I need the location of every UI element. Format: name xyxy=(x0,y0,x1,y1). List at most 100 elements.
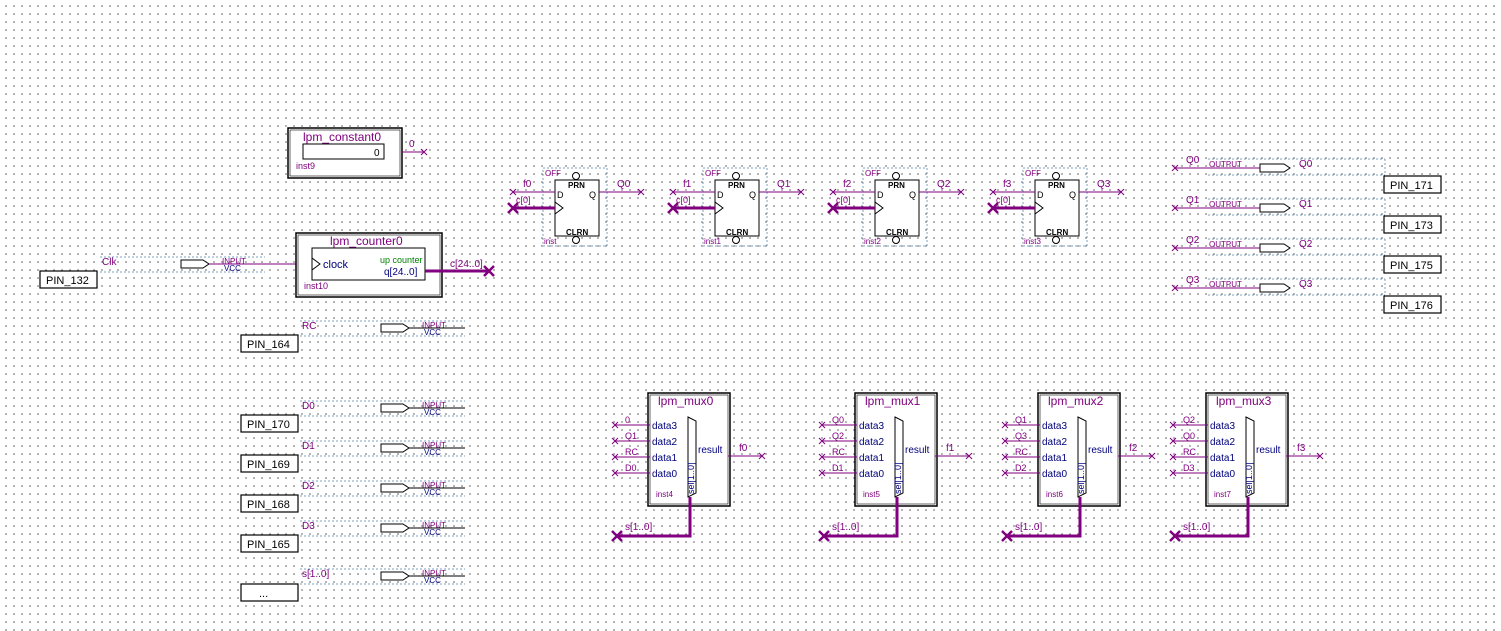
connector-x xyxy=(611,453,619,461)
port-q: q[24..0] xyxy=(384,267,418,278)
output-pin-symbol xyxy=(1259,243,1291,253)
pin-direction: OUTPUT xyxy=(1209,240,1242,249)
pin-box xyxy=(1383,295,1442,314)
dff-prn: PRN xyxy=(888,181,905,190)
dff-d: D xyxy=(717,190,724,200)
pin-vcc: VCC xyxy=(224,264,241,273)
connector-x xyxy=(1171,164,1179,172)
net-label: s[1..0] xyxy=(625,522,652,533)
pin-number: ... xyxy=(259,588,268,600)
dff-clrn: CLRN xyxy=(566,228,588,237)
input-pin-clk[interactable]: PIN_132 Clk INPUT VCC xyxy=(39,256,313,289)
pin-box xyxy=(39,270,98,289)
net-label: Q3 xyxy=(1015,431,1027,441)
bus-select xyxy=(1007,497,1082,538)
mux-block-3[interactable]: lpm_mux3data3Q2data2Q0data1RCdata0D3resu… xyxy=(1169,392,1324,542)
instance-name: inst10 xyxy=(304,281,328,291)
input-pin-d3[interactable]: PIN_165 D3 INPUT VCC xyxy=(240,520,465,553)
bus-select xyxy=(824,497,899,538)
port-data1: data1 xyxy=(1210,453,1235,464)
block-title: lpm_constant0 xyxy=(303,130,381,144)
net-label: Q0 xyxy=(617,179,631,190)
mux-block-1[interactable]: lpm_mux1data3Q0data2Q2data1RCdata0D1resu… xyxy=(818,392,973,542)
net-label: Q2 xyxy=(937,179,951,190)
connector-x xyxy=(669,188,677,196)
counter-param: up counter xyxy=(380,255,423,265)
block-title: lpm_mux2 xyxy=(1048,394,1104,408)
connector-x xyxy=(1001,469,1009,477)
connector-x xyxy=(1171,204,1179,212)
connector-x xyxy=(611,421,619,429)
port-data3: data3 xyxy=(859,421,884,432)
net-label: Q3 xyxy=(1097,179,1111,190)
mux-symbol xyxy=(1077,416,1087,498)
instance-name: inst7 xyxy=(1214,490,1231,499)
connector-x xyxy=(818,421,826,429)
dff-q: Q xyxy=(589,190,596,200)
mux-block-2[interactable]: lpm_mux2data3Q1data2Q3data1RCdata0D2resu… xyxy=(1001,392,1156,542)
dff-d: D xyxy=(877,190,884,200)
input-pin-symbol xyxy=(380,523,410,533)
instance-name: inst9 xyxy=(296,161,315,171)
pin-number: PIN_165 xyxy=(247,539,290,551)
net-label: c[0] xyxy=(836,195,851,205)
connector-x xyxy=(1001,453,1009,461)
pin-signal-name: s[1..0] xyxy=(302,569,329,580)
pin-box xyxy=(240,414,299,433)
net-label: c[0] xyxy=(516,195,531,205)
port-result: result xyxy=(698,445,723,456)
connector-x xyxy=(507,202,519,214)
lpm-counter-block[interactable]: lpm_counter0 clock up counter q[24..0] i… xyxy=(295,232,495,298)
pin-box xyxy=(240,494,299,513)
instance-name: inst3 xyxy=(1024,237,1041,246)
block-inner-outline xyxy=(289,129,401,177)
port-data0: data0 xyxy=(1210,469,1235,480)
connector-x xyxy=(1169,437,1177,445)
pin-number: PIN_132 xyxy=(46,275,89,287)
net-label: RC xyxy=(832,447,845,457)
input-pin-s[interactable]: ... s[1..0] INPUT VCC xyxy=(240,568,465,602)
connector-x xyxy=(1171,284,1179,292)
connector-x xyxy=(611,530,623,542)
connector-x xyxy=(818,437,826,445)
input-pin-symbol xyxy=(380,403,410,413)
net-label: Q2 xyxy=(832,431,844,441)
mux-block-0[interactable]: lpm_mux0data30data2Q1data1RCdata0D0resul… xyxy=(611,392,766,542)
input-pin-d2[interactable]: PIN_168 D2 INPUT VCC xyxy=(240,480,465,513)
block-inner-outline xyxy=(297,234,441,296)
input-pin-d1[interactable]: PIN_169 D1 INPUT VCC xyxy=(240,440,465,473)
connector-x xyxy=(1169,453,1177,461)
connector-x xyxy=(1001,530,1013,542)
instance-name: inst1 xyxy=(704,237,721,246)
connector-x xyxy=(420,148,428,156)
lpm-constant-block[interactable]: lpm_constant0 0 inst9 0 xyxy=(287,127,428,179)
net-label: D2 xyxy=(1015,463,1027,473)
pin-direction: INPUT xyxy=(422,481,446,490)
connector-x xyxy=(667,202,679,214)
block-title: lpm_counter0 xyxy=(330,234,403,248)
input-pin-d0[interactable]: PIN_170 D0 INPUT VCC xyxy=(240,400,465,433)
instance-name: inst2 xyxy=(864,237,881,246)
input-pin-rc[interactable]: PIN_164 RC INPUT VCC xyxy=(240,320,465,353)
net-label: f0 xyxy=(739,443,748,454)
connector-x xyxy=(758,452,766,460)
net-label: s[1..0] xyxy=(832,522,859,533)
net-label: f0 xyxy=(523,179,532,190)
output-pin-symbol xyxy=(1259,283,1291,293)
net-label: f2 xyxy=(1129,443,1138,454)
net-label: s[1..0] xyxy=(1183,522,1210,533)
input-pin-symbol xyxy=(380,323,410,333)
input-pin-symbol xyxy=(180,259,210,269)
port-data2: data2 xyxy=(859,437,884,448)
bus-select xyxy=(1175,497,1250,538)
net-label: Q0 xyxy=(832,415,844,425)
